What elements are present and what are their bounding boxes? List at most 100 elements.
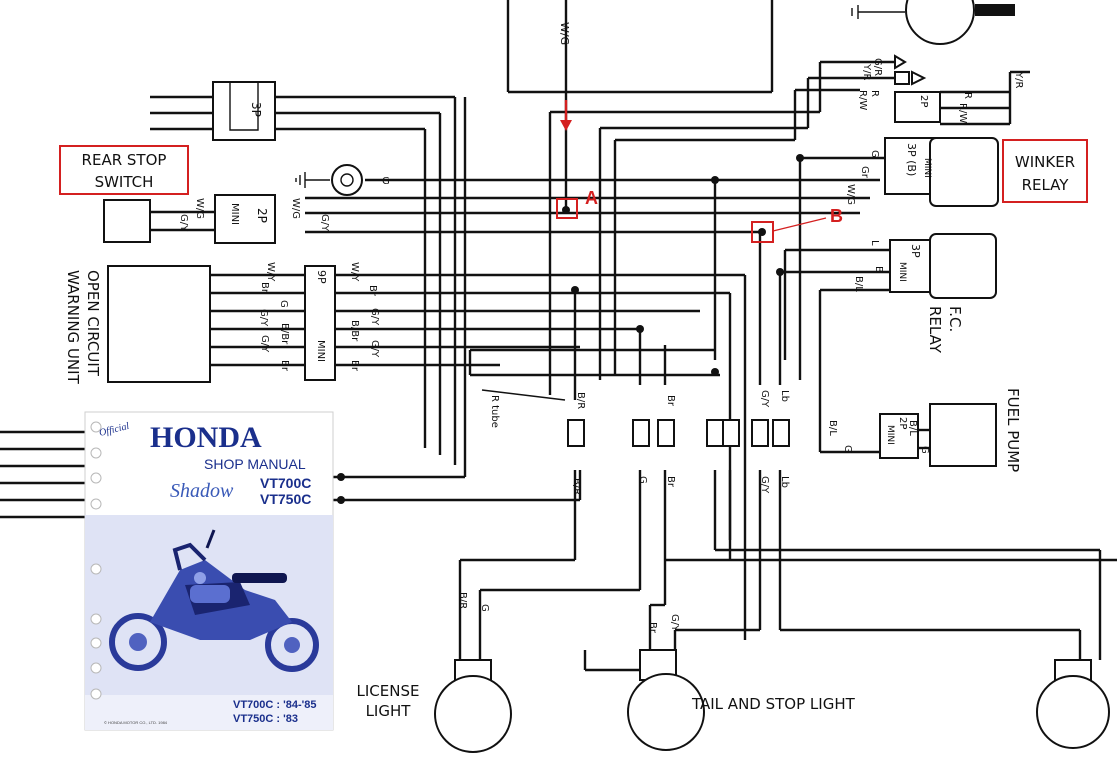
fuel-pump: 2P MINI B/L G B/L G FUEL PUMP xyxy=(827,388,1022,472)
wire-code-label: R xyxy=(869,90,880,97)
connector-9p-label: 9P xyxy=(315,270,328,284)
wire-code-label: B/Br xyxy=(349,320,360,342)
wire-code-label: B xyxy=(873,266,884,273)
wire-code-label: Y/R xyxy=(861,63,872,80)
wire-code-label: 3P xyxy=(909,244,922,258)
wire-code-label: B/R xyxy=(457,592,468,609)
wire-code-label: Br xyxy=(367,285,378,297)
wire-code-label: Br xyxy=(665,476,676,488)
cover-model2: VT750C xyxy=(260,491,311,507)
top-right-components: 2P G/R Y/R R R/W Y/R R R/W xyxy=(851,0,1024,123)
wire-code-label: 2P xyxy=(918,95,929,107)
tail-stop-light: TAIL AND STOP LIGHT xyxy=(627,649,856,751)
cover-brand: HONDA xyxy=(150,421,262,454)
lower-connectors: R tube B/R B/R G Br Br G/Y Lb G/Y Lb B/R… xyxy=(457,389,790,634)
junction-dots xyxy=(337,154,804,504)
wire-code-label: G xyxy=(278,300,289,308)
fc-relay: 3P MINI L B B/L F.C. RELAY xyxy=(853,233,997,354)
wire-harness xyxy=(0,0,1117,672)
wire-code-label: G/Y xyxy=(369,308,380,326)
wire-code: G xyxy=(382,176,390,187)
rear-stop-switch-label-box: REAR STOP SWITCH xyxy=(59,145,189,195)
wire-code-label: B/R xyxy=(575,392,586,409)
wire-code-label: Br xyxy=(279,360,290,372)
turn-signal-light xyxy=(1036,659,1110,749)
wire-code-label: Br xyxy=(349,360,360,372)
wire-code-label: G/Y xyxy=(669,614,680,632)
cover-shop-manual: SHOP MANUAL xyxy=(204,456,306,472)
wire-code-label: B/Br xyxy=(279,323,290,345)
wire-code-label: R/W xyxy=(957,103,968,123)
wire-code-label: Y/R xyxy=(1013,71,1024,88)
marker-a: A xyxy=(585,188,598,208)
wire-code-label: W/Y xyxy=(265,262,276,282)
open-circuit-warning-unit: OPEN CIRCUIT WARNING UNIT 9P MINI xyxy=(64,265,336,385)
wire-code-label: WINKER xyxy=(1015,153,1075,171)
cover-model1: VT700C xyxy=(260,475,311,491)
license-light: LICENSE LIGHT xyxy=(357,659,512,753)
wire-code-label: G/Y xyxy=(259,335,270,353)
connector-3p-label: 3P xyxy=(249,102,263,117)
warning-unit-label-line2: WARNING UNIT xyxy=(64,270,82,385)
mini-label: MINI xyxy=(229,203,240,225)
wire-code-label: Gr xyxy=(859,166,870,179)
wire-code-label: TAIL AND STOP LIGHT xyxy=(691,695,856,713)
wire-code-label: RELAY xyxy=(926,306,944,354)
marker-b: B xyxy=(830,206,843,226)
wire-code-label: Br xyxy=(259,282,270,294)
motorcycle-photo xyxy=(109,529,319,672)
ground-symbol xyxy=(295,164,363,196)
wire-code-label: Br xyxy=(665,395,676,407)
wire-code: W/G xyxy=(290,198,301,219)
warning-unit-label-line1: OPEN CIRCUIT xyxy=(84,270,102,377)
cover-copyright: © HONDA MOTOR CO., LTD. 1984 xyxy=(104,720,168,725)
wire-code-label: 3P (B) xyxy=(905,143,918,176)
wire-code-label: G xyxy=(479,604,490,612)
wire-code-label: Lb xyxy=(779,476,790,488)
wire-code-label: G/R xyxy=(872,58,883,76)
wire-code-label: Br xyxy=(647,622,658,634)
wire-code-label: MINI xyxy=(922,158,932,178)
wire-code-label: G/Y xyxy=(759,390,770,408)
wire-code-label: B/L xyxy=(853,276,864,292)
wire-code-label: FUEL PUMP xyxy=(1004,388,1022,472)
rear-stop-label-line2: SWITCH xyxy=(95,173,154,191)
wire-code: G/Y xyxy=(319,214,330,232)
annotation-b: B xyxy=(751,206,843,243)
wire-code-label: MINI xyxy=(897,262,907,282)
wire-code-label: B/R xyxy=(571,478,582,495)
wire-code-label: B/L xyxy=(907,420,918,436)
wire-code: G/Y xyxy=(178,214,189,232)
cover-shadow-logo: Shadow xyxy=(170,480,234,502)
wire-code-label: G xyxy=(919,446,930,454)
rear-stop-switch: MINI 2P W/G G/Y W/G G/Y xyxy=(103,194,330,244)
wire-code-label: R/W xyxy=(857,90,868,110)
wire-code-label: F.C. xyxy=(946,306,964,332)
cover-bottom2: VT750C : '83 xyxy=(233,713,298,725)
cover-bottom1: VT700C : '84-'85 xyxy=(233,699,317,711)
mini-label: MINI xyxy=(315,340,326,362)
wire-code-label: G/Y xyxy=(258,309,269,327)
wire-code-wg-top: W/G xyxy=(558,22,571,45)
wire-code-label: G xyxy=(842,445,853,453)
wire-code-label: R xyxy=(962,92,973,99)
rear-stop-label-line1: REAR STOP xyxy=(82,151,167,169)
manual-cover: Official HONDA SHOP MANUAL Shadow VT700C… xyxy=(84,411,334,731)
9p-wire-codes: W/Y Br G G/Y B/Br G/Y Br W/Y Br G/Y B/Br… xyxy=(258,262,380,372)
wire-code-label: L xyxy=(869,240,880,246)
wire-code-label: G/Y xyxy=(369,340,380,358)
wire-code-label: R tube xyxy=(489,395,500,428)
connector-2p-label: 2P xyxy=(255,208,269,223)
winker-relay-label-box: WINKER RELAY xyxy=(1002,139,1088,203)
winker-relay: 3P (B) MINI G Gr W/G xyxy=(845,137,999,207)
wire-code-label: LIGHT xyxy=(366,702,412,720)
wire-code-label: B/L xyxy=(827,420,838,436)
annotation-a: A xyxy=(556,100,598,219)
wire-code-label: W/G xyxy=(845,184,856,205)
wire-code-label: G xyxy=(869,150,880,158)
wire-code-label: Lb xyxy=(779,390,790,402)
wire-code-label: MINI xyxy=(885,425,895,445)
connector-3p-top: 3P xyxy=(212,81,276,141)
wire-code-label: LICENSE xyxy=(357,682,420,700)
